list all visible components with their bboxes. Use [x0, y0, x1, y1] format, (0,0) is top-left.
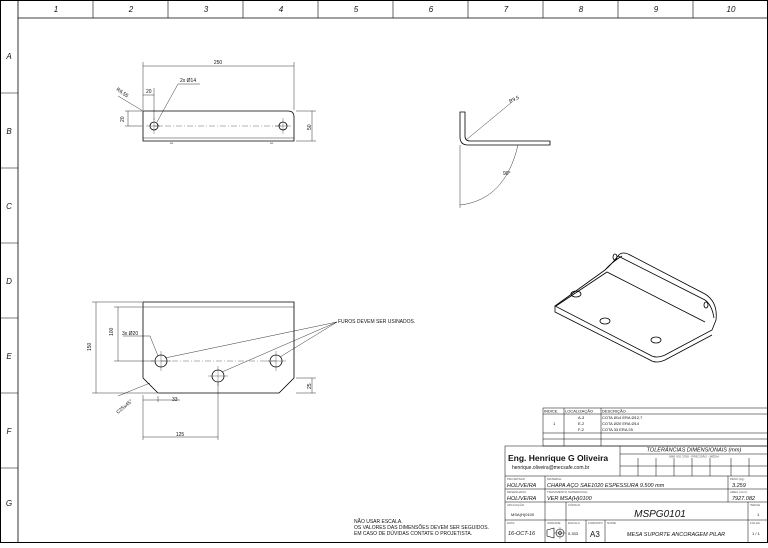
row-label: F	[7, 427, 13, 436]
tolerance-subtitle: NBR ISO 2768 - PRECISÃO - MÉDIA	[669, 454, 719, 459]
aplicacao-value: MSA(H)0100	[511, 512, 535, 517]
note-line: OS VALORES DAS DIMENSÕES DEVEM SER SEGUI…	[354, 524, 489, 531]
row-label: B	[6, 127, 12, 136]
label-material: MATERIAL	[547, 477, 562, 481]
label-folha: FOLHA	[750, 521, 760, 525]
isometric-view	[554, 252, 717, 363]
row-label: E	[6, 352, 12, 361]
area-value: 7927.082	[732, 496, 755, 502]
svg-text:▪▪▪: ▪▪▪	[170, 141, 173, 145]
column-label: 8	[579, 5, 584, 14]
label-tratamento: TRATAMENTO SUPERFICIAL	[547, 490, 588, 494]
revision-location: E-2	[578, 421, 585, 426]
folha-value: 1 / 1	[752, 531, 761, 536]
label-formato: FORMATO	[588, 521, 603, 525]
label-data: DATA	[507, 521, 515, 525]
label-nome: NOME	[607, 521, 616, 525]
revision-description: COTA Ø14 ERA Ø12,7	[602, 415, 643, 420]
front-view	[92, 301, 338, 440]
top-dim-offset: 20	[146, 89, 152, 95]
revision-location: F-2	[578, 427, 585, 432]
revision-header-index: INDICE	[544, 409, 558, 414]
note-line: NÃO USAR ESCALA.	[354, 518, 403, 525]
indice-value: 1	[757, 512, 760, 517]
escala-value: 0.333	[568, 531, 579, 536]
top-dim-height-left: 20	[120, 116, 126, 122]
top-dim-radius: R6,55	[115, 87, 130, 100]
revision-header-location: LOCALIZAÇÃO	[565, 409, 593, 414]
label-area: AREA (mm²)	[730, 490, 747, 494]
formato-value: A3	[590, 530, 600, 539]
top-dim-length: 250	[214, 60, 223, 66]
label-unidade: UNIDADE	[547, 521, 561, 525]
top-view: ▪▪▪ ▪▪▪	[117, 62, 316, 145]
column-label: 7	[504, 5, 509, 14]
nome-value: MESA SUPORTE ANCORAGEM PILAR	[627, 532, 725, 538]
revision-location: A-3	[578, 415, 585, 420]
column-label: 1	[54, 5, 58, 14]
row-label: C	[6, 202, 12, 211]
front-dim-height-inner: 100	[109, 327, 115, 336]
front-dim-height-outer: 150	[87, 342, 93, 351]
company-email: henrique.oliveira@mecsafe.com.br	[512, 465, 590, 471]
codigo-value: MSPG0101	[634, 509, 686, 520]
side-dim-radius: R9,5	[508, 95, 520, 105]
desenhado-value: HOLIVEIRA	[507, 496, 537, 502]
label-peso: PESO (kg)	[730, 477, 744, 481]
column-label: 10	[727, 5, 736, 14]
tratamento-value: VER MSA(H)0100	[547, 496, 593, 502]
revision-header-description: DESCRIÇÃO	[602, 409, 626, 414]
note-line: EM CASO DE DÚVIDAS CONTATE O PROJETISTA.	[354, 530, 472, 537]
front-dim-width-bottom: 125	[176, 432, 185, 438]
label-aplicacao: APLICAÇÃO	[507, 502, 525, 507]
front-dim-chamfer: C25x45°	[115, 399, 134, 416]
label-indice: INDICE	[750, 503, 760, 507]
tolerance-title: TOLERÂNCIAS DIMENSIONAIS (mm)	[647, 447, 742, 454]
column-label: 4	[279, 5, 284, 14]
revision-table	[542, 407, 768, 447]
front-dim-holes: 3x Ø20	[122, 331, 138, 337]
label-projetado: PROJETADO	[507, 477, 526, 481]
projetado-value: HOLIVEIRA	[507, 483, 537, 489]
machining-note: FUROS DEVEM SER USINADOS.	[338, 319, 415, 325]
row-label: G	[6, 499, 12, 508]
revision-description: COTA 33 ERA 25	[602, 427, 634, 432]
label-codigo: CÓDIGO	[568, 502, 581, 507]
column-label: 3	[204, 5, 209, 14]
peso-value: 3.259	[732, 483, 746, 489]
projection-symbol-icon	[546, 527, 566, 539]
front-dim-bottom-right: 25	[307, 383, 313, 389]
side-dim-angle: 90°	[503, 171, 511, 177]
company-name: Eng. Henrique G Oliveira	[508, 453, 608, 463]
column-label: 6	[429, 5, 434, 14]
side-view	[459, 101, 551, 208]
row-label: A	[5, 52, 11, 61]
revision-description: COTA Ø20 ERA Ø14	[602, 421, 640, 426]
svg-text:▪▪▪: ▪▪▪	[270, 141, 273, 145]
top-dim-holes: 2x Ø14	[180, 78, 196, 84]
column-label: 2	[128, 5, 134, 14]
column-label: 9	[654, 5, 659, 14]
column-label: 5	[354, 5, 359, 14]
label-desenhado: DESENHADO	[507, 490, 527, 494]
top-dim-height-right: 50	[307, 124, 313, 130]
front-dim-offset-bottom: 33	[172, 397, 178, 403]
revision-index: 1	[553, 421, 556, 426]
data-value: 16-OCT-16	[508, 531, 536, 537]
row-label: D	[6, 277, 12, 286]
label-escala: ESCALA	[568, 521, 580, 525]
material-value: CHAPA AÇO SAE1020 ESPESSURA 9.500 mm	[547, 483, 665, 489]
